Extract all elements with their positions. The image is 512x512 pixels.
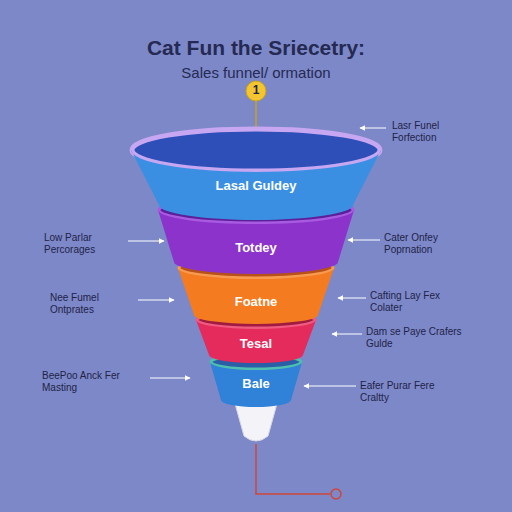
title: Cat Fun the Sriecetry: <box>0 36 512 60</box>
leader-line <box>128 241 164 242</box>
leader-line <box>304 386 356 387</box>
funnel-band: Lasal Guldey <box>131 128 381 220</box>
side-label: Cater Onfey Poprnation <box>384 232 474 256</box>
band-top <box>132 129 380 171</box>
band-top <box>179 258 333 278</box>
band-label: Foatne <box>235 294 278 309</box>
subtitle: Sales funnel/ ormation <box>0 64 512 81</box>
wire-end <box>331 489 341 499</box>
band-top <box>197 312 315 328</box>
leader-line <box>332 334 362 335</box>
band-label: Lasal Guldey <box>216 178 297 193</box>
base-wire <box>256 444 330 494</box>
band-top <box>211 355 301 369</box>
callout-number: 1 <box>246 84 266 96</box>
side-label: Low Parlar Percorages <box>44 232 126 256</box>
band-body <box>158 210 354 274</box>
side-label: Lasr Funel Forfection <box>392 120 472 144</box>
band-label: Bale <box>242 376 269 391</box>
side-label: Eafer Purar Fere Craltty <box>360 380 456 404</box>
band-body <box>131 150 381 220</box>
callout-circle <box>246 81 266 101</box>
side-label: Nee Fumel Ontprates <box>50 292 136 316</box>
leader-line <box>138 300 174 301</box>
band-label: Totdey <box>235 240 277 255</box>
band-body <box>196 320 316 363</box>
band-body <box>178 268 334 324</box>
band-label: Tesal <box>240 336 272 351</box>
band-body <box>210 362 302 407</box>
band-top <box>159 197 353 223</box>
side-label: Dam se Paye Crafers Gulde <box>366 326 466 350</box>
leader-line <box>348 240 380 241</box>
leader-line <box>360 128 386 129</box>
side-label: BeePoo Anck Fer Masting <box>42 370 148 394</box>
leader-line <box>338 298 366 299</box>
side-label: Cafting Lay Fex Colater <box>370 290 460 314</box>
leader-line <box>150 378 190 379</box>
band-shape <box>131 128 381 220</box>
